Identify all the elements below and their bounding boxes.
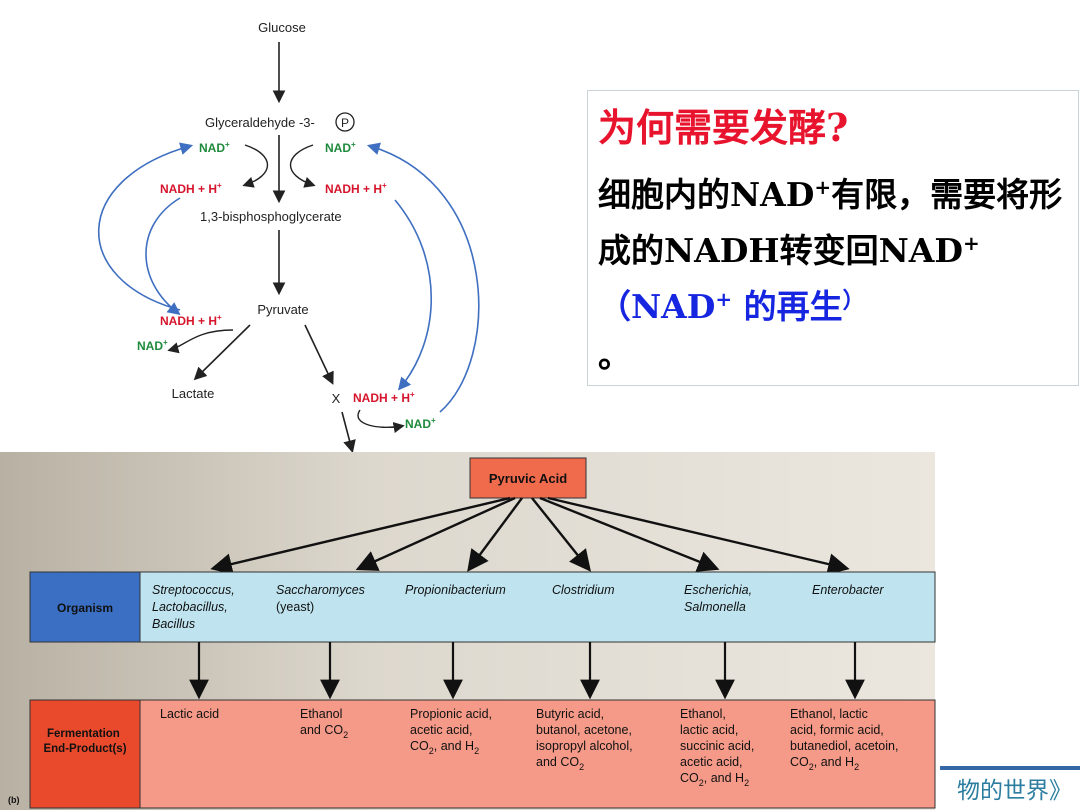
fermentation-products-diagram: Pyruvic Acid Organism Streptococcus, Lac… xyxy=(8,457,936,809)
blue-recycle-arrow-right-outer xyxy=(366,142,480,413)
cofactor-curve-left xyxy=(242,144,269,188)
nad-superscript: + xyxy=(962,231,980,255)
organism-cell: Streptococcus, Lactobacillus, Bacillus xyxy=(152,583,238,631)
callout-text-start: 细胞内的NAD xyxy=(598,175,815,214)
callout-text-middle: 有限，需要将形成的NADH转变回NAD xyxy=(598,175,1063,270)
organism-cells: Streptococcus, Lactobacillus, Bacillus S… xyxy=(152,583,884,631)
glycolysis-pathway-diagram: Glucose Glyceraldehyde -3- P NAD+ NAD+ N… xyxy=(97,20,480,454)
branch-arrows xyxy=(210,496,850,575)
organism-header-cell xyxy=(29,571,141,643)
footer-course-title: 物的世界》 xyxy=(957,778,1072,804)
nad-regeneration-note: （NAD+ 的再生） xyxy=(598,287,865,326)
organism-cell: Saccharomyces (yeast) xyxy=(276,583,368,614)
nad-x-label: NAD+ xyxy=(405,416,436,431)
bpg-label: 1,3-bisphosphoglycerate xyxy=(200,209,342,224)
product-cell: Ethanol, lactic acid, succinic acid, ace… xyxy=(680,707,758,788)
why-fermentation-callout: 为何需要发酵? 细胞内的NAD+有限，需要将形成的NADH转变回NAD+（NAD… xyxy=(587,90,1079,386)
pyruvic-acid-label: Pyruvic Acid xyxy=(489,471,567,486)
product-cell: Lactic acid xyxy=(160,707,219,721)
nadh-lactate-label: NADH + H+ xyxy=(160,313,222,328)
nadh-x-label: NADH + H+ xyxy=(353,390,415,405)
lactate-cofactor-curve xyxy=(167,329,234,354)
organism-cell: Enterobacter xyxy=(812,583,884,597)
x-cofactor-curve xyxy=(357,409,405,434)
footer-accent-line xyxy=(940,766,1080,770)
phosphate-symbol: P xyxy=(341,116,349,130)
blue-recycle-arrow-right-inner xyxy=(394,199,432,391)
blue-recycle-arrow-left-inner xyxy=(145,197,181,315)
nad-left-label: NAD+ xyxy=(199,140,230,155)
product-cell: Propionic acid, acetic acid, CO2, and H2 xyxy=(410,707,495,756)
callout-period: 。 xyxy=(598,336,631,375)
column-arrows xyxy=(189,642,865,700)
callout-title: 为何需要发酵? xyxy=(598,105,849,150)
organism-cell: Clostridium xyxy=(552,583,615,597)
nad-superscript: + xyxy=(814,175,832,199)
organism-cell: Propionibacterium xyxy=(405,583,506,597)
blue-recycle-arrow-left-outer xyxy=(97,142,194,311)
product-cell: Ethanol, lactic acid, formic acid, butan… xyxy=(790,707,902,772)
cofactor-curve-right xyxy=(289,144,316,188)
pyruvate-label: Pyruvate xyxy=(257,302,308,317)
product-cell: Butyric acid, butanol, acetone, isopropy… xyxy=(536,707,636,772)
nadh-left-label: NADH + H+ xyxy=(160,181,222,196)
pyruvate-to-x-arrow xyxy=(304,324,334,385)
end-product-cells: Lactic acid Ethanol and CO2 Propionic ac… xyxy=(160,707,902,788)
organism-cell: Escherichia, Salmonella xyxy=(684,583,756,614)
callout-body: 细胞内的NAD+有限，需要将形成的NADH转变回NAD+（NAD+ 的再生）。 xyxy=(598,163,1068,380)
end-product-row xyxy=(139,699,936,809)
lactate-label: Lactate xyxy=(172,386,215,401)
end-product-header: Fermentation End-Product(s) xyxy=(43,728,126,755)
organism-header: Organism xyxy=(57,601,113,615)
g3p-label: Glyceraldehyde -3- xyxy=(205,115,315,130)
panel-label: (b) xyxy=(8,795,20,805)
x-label: X xyxy=(332,391,341,406)
pyruvate-to-lactate-arrow xyxy=(193,324,251,381)
end-product-header-cell xyxy=(29,699,141,809)
glucose-label: Glucose xyxy=(258,20,306,35)
pyruvic-acid-box xyxy=(469,457,587,499)
phosphate-circle xyxy=(335,112,355,132)
nad-lactate-label: NAD+ xyxy=(137,338,168,353)
nad-right-label: NAD+ xyxy=(325,140,356,155)
product-cell: Ethanol and CO2 xyxy=(300,707,348,740)
nadh-right-label: NADH + H+ xyxy=(325,181,387,196)
x-to-product-arrow xyxy=(341,411,356,454)
